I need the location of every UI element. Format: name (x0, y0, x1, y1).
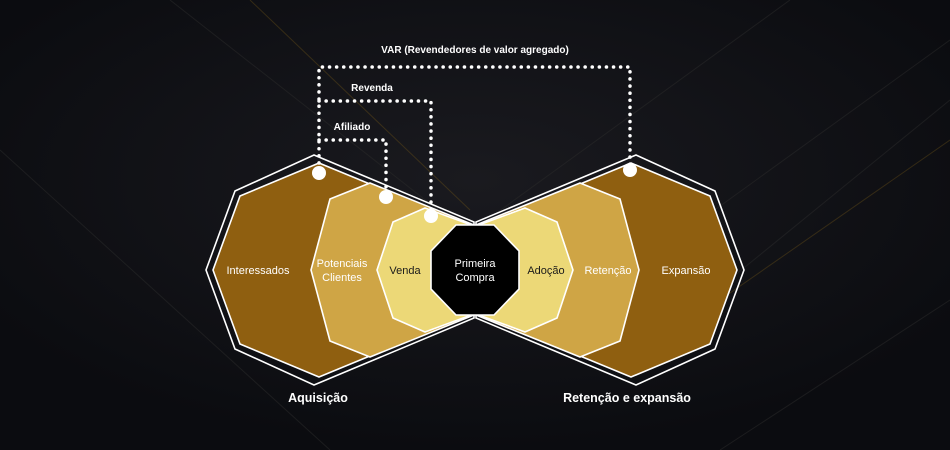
label-primeira-line2: Compra (455, 272, 495, 284)
label-var: VAR (Revendedores de valor agregado) (381, 45, 569, 56)
label-venda: Venda (389, 265, 421, 277)
label-retencao: Retenção (584, 265, 631, 277)
background-lines-gold (249, 0, 950, 301)
path-revenda (317, 99, 433, 218)
path-var (317, 65, 632, 172)
caption-retencao-expansao: Retenção e expansão (563, 391, 691, 405)
channel-paths (317, 65, 632, 218)
stage-primeira-compra (430, 224, 520, 316)
node-afiliado-end (379, 190, 393, 204)
label-interessados: Interessados (227, 265, 290, 277)
node-afiliado-start (312, 166, 326, 180)
label-expansao: Expansão (662, 265, 711, 277)
node-var-end (623, 163, 637, 177)
caption-aquisicao: Aquisição (288, 391, 348, 405)
label-adocao: Adoção (527, 265, 564, 277)
label-afiliado: Afiliado (334, 122, 371, 133)
label-primeira-line1: Primeira (455, 258, 497, 270)
node-revenda-end (424, 209, 438, 223)
label-revenda: Revenda (351, 83, 393, 94)
label-potenciais-line1: Potenciais (317, 258, 368, 270)
path-afiliado (317, 138, 388, 199)
label-potenciais-line2: Clientes (322, 272, 362, 284)
